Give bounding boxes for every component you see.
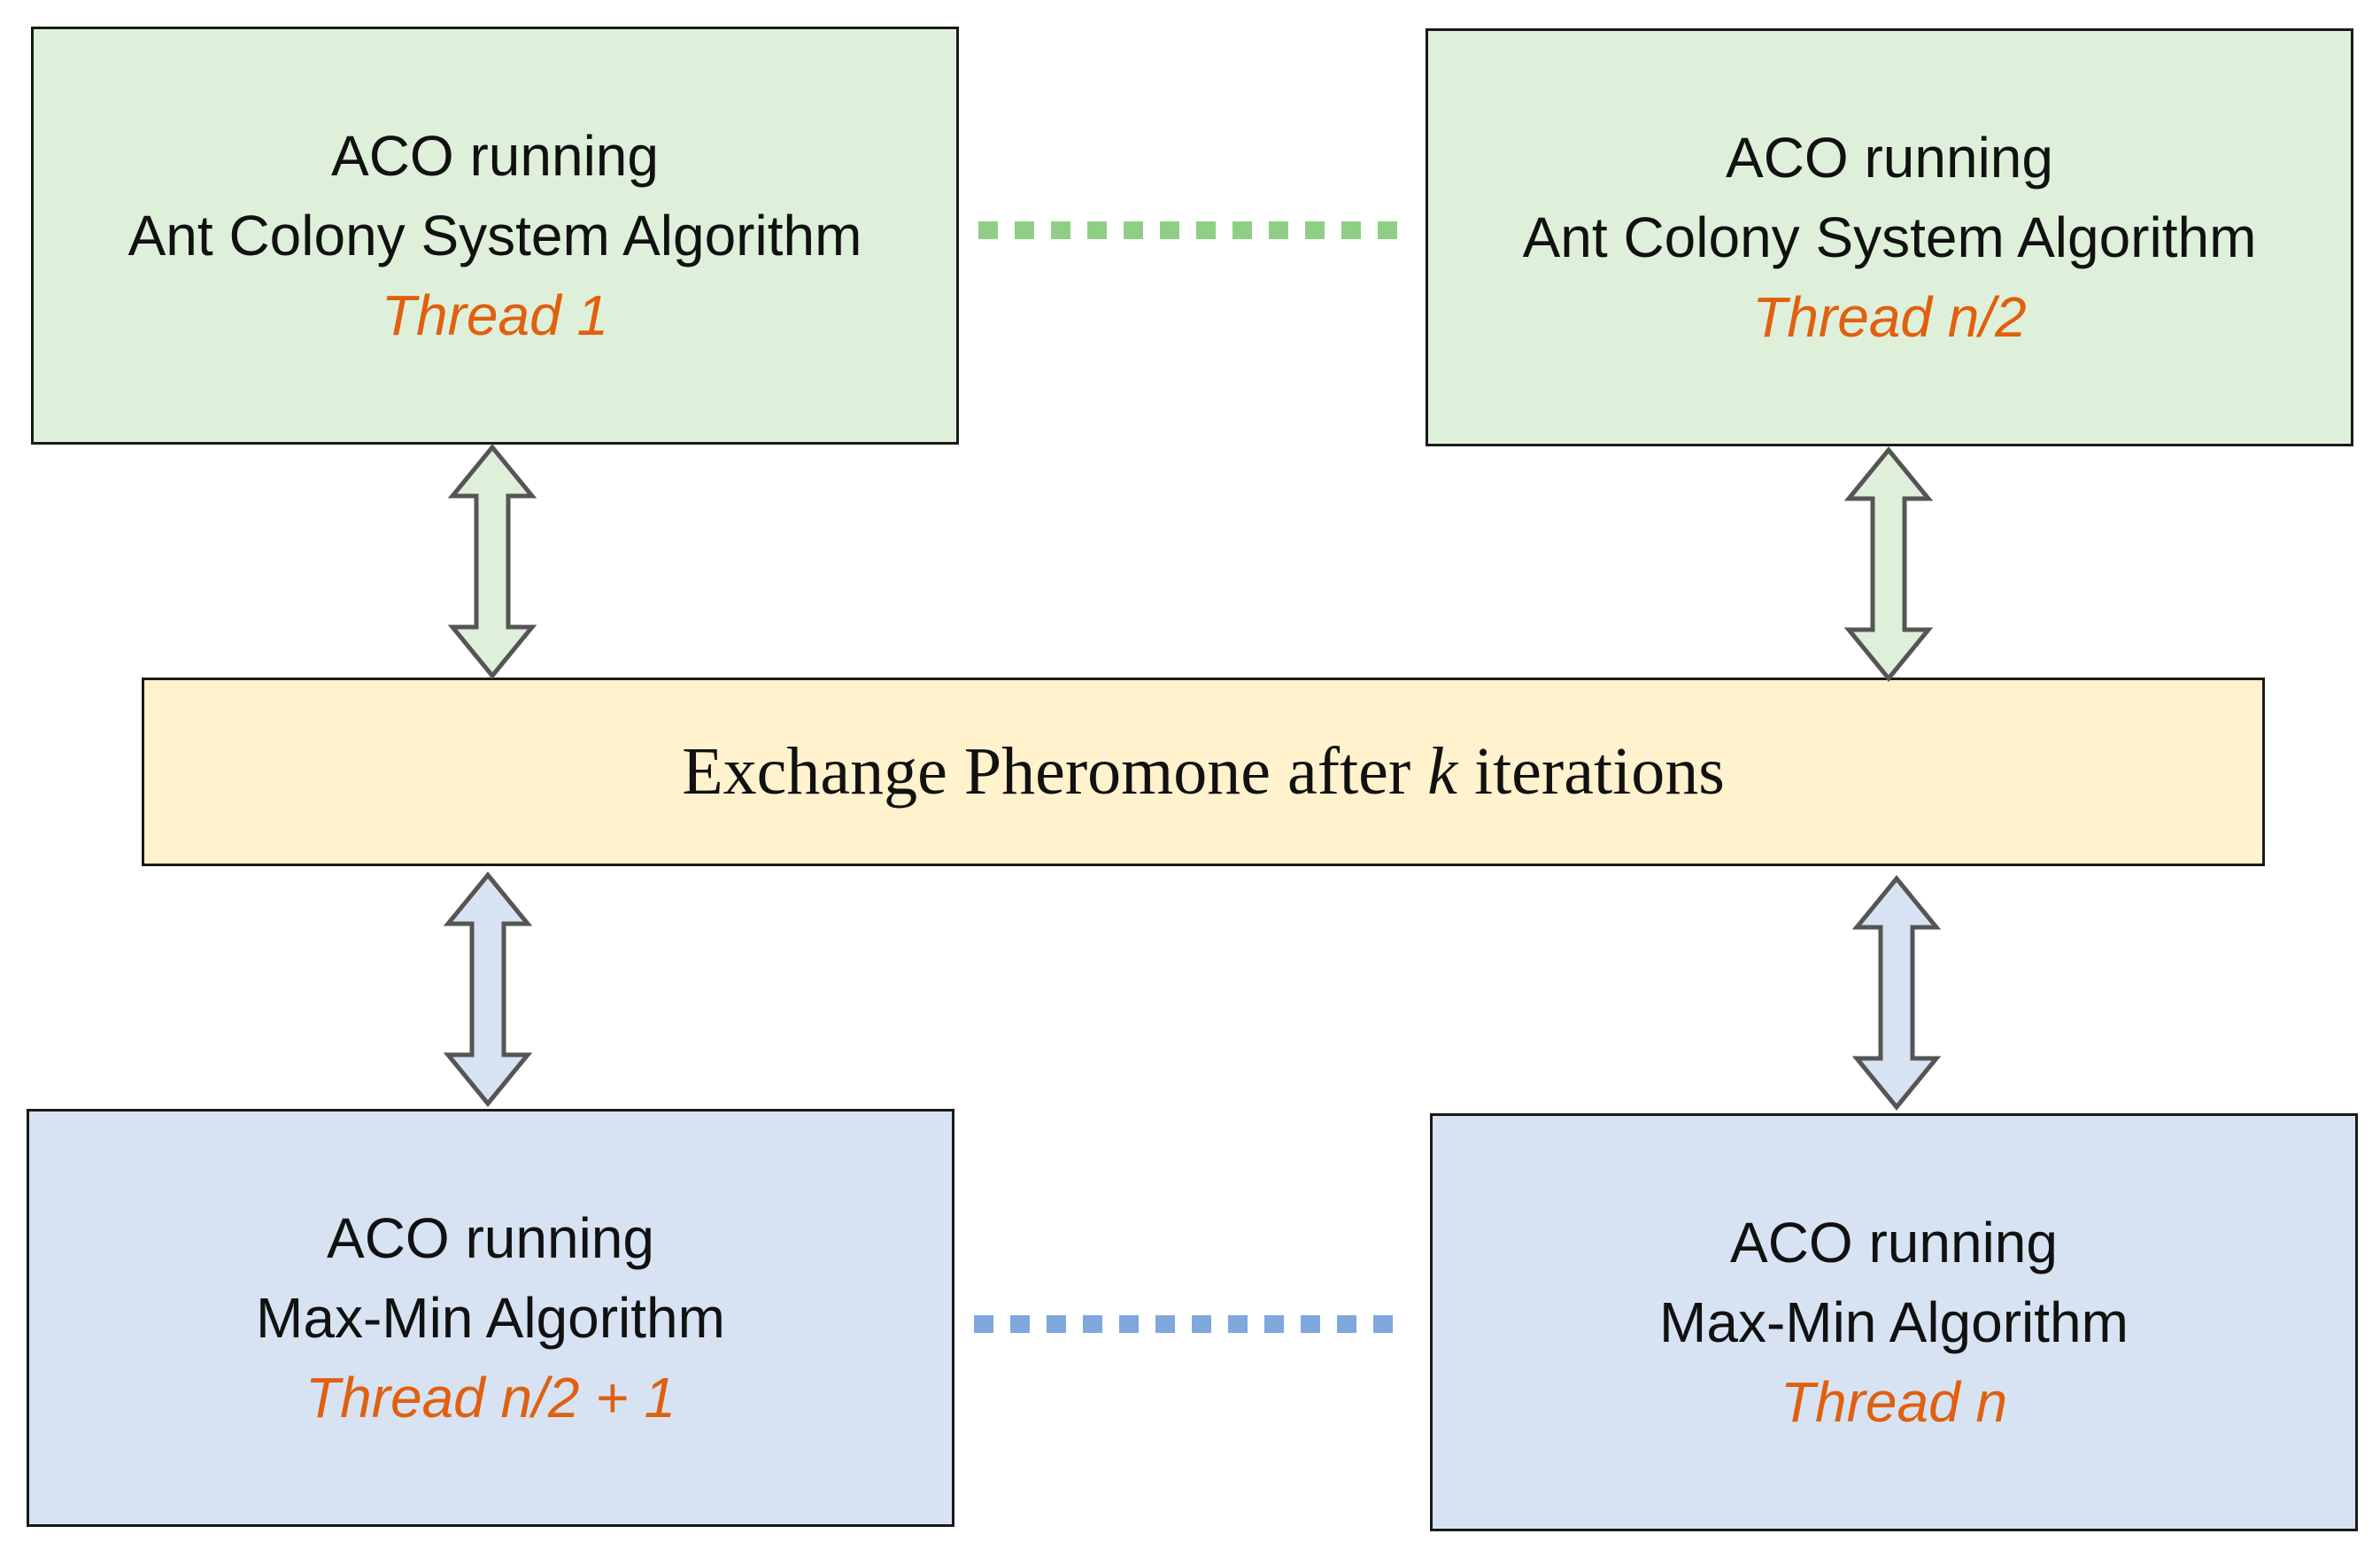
exchange-pheromone-box: Exchange Pheromone after k iterations <box>142 678 2265 866</box>
aco-box-thread-n-half-plus-1: ACO running Max-Min Algorithm Thread n/2… <box>27 1109 954 1527</box>
box-thread-label: Thread n <box>1780 1370 2008 1434</box>
box-algorithm: Max-Min Algorithm <box>256 1286 725 1350</box>
exchange-text-variable: k <box>1427 734 1457 809</box>
box-title: ACO running <box>1730 1211 2058 1274</box>
aco-box-thread-n: ACO running Max-Min Algorithm Thread n <box>1430 1113 2358 1531</box>
aco-box-thread-1: ACO running Ant Colony System Algorithm … <box>31 27 959 445</box>
aco-box-thread-n-half: ACO running Ant Colony System Algorithm … <box>1426 28 2353 446</box>
double-arrow-icon <box>1851 875 1942 1111</box>
box-algorithm: Ant Colony System Algorithm <box>1522 205 2257 269</box>
double-arrow-icon <box>443 871 533 1107</box>
exchange-text-prefix: Exchange Pheromone after <box>682 734 1411 809</box>
box-thread-label: Thread n/2 + 1 <box>305 1366 676 1429</box>
box-algorithm: Max-Min Algorithm <box>1659 1290 2129 1354</box>
double-arrow-icon <box>447 444 537 679</box>
exchange-text-suffix: iterations <box>1473 734 1725 809</box>
box-title: ACO running <box>327 1206 654 1270</box>
double-arrow-icon <box>1843 446 1934 682</box>
box-thread-label: Thread n/2 <box>1752 285 2027 349</box>
box-thread-label: Thread 1 <box>381 283 609 347</box>
box-title: ACO running <box>1726 126 2053 190</box>
box-algorithm: Ant Colony System Algorithm <box>128 204 862 267</box>
box-title: ACO running <box>331 124 659 188</box>
